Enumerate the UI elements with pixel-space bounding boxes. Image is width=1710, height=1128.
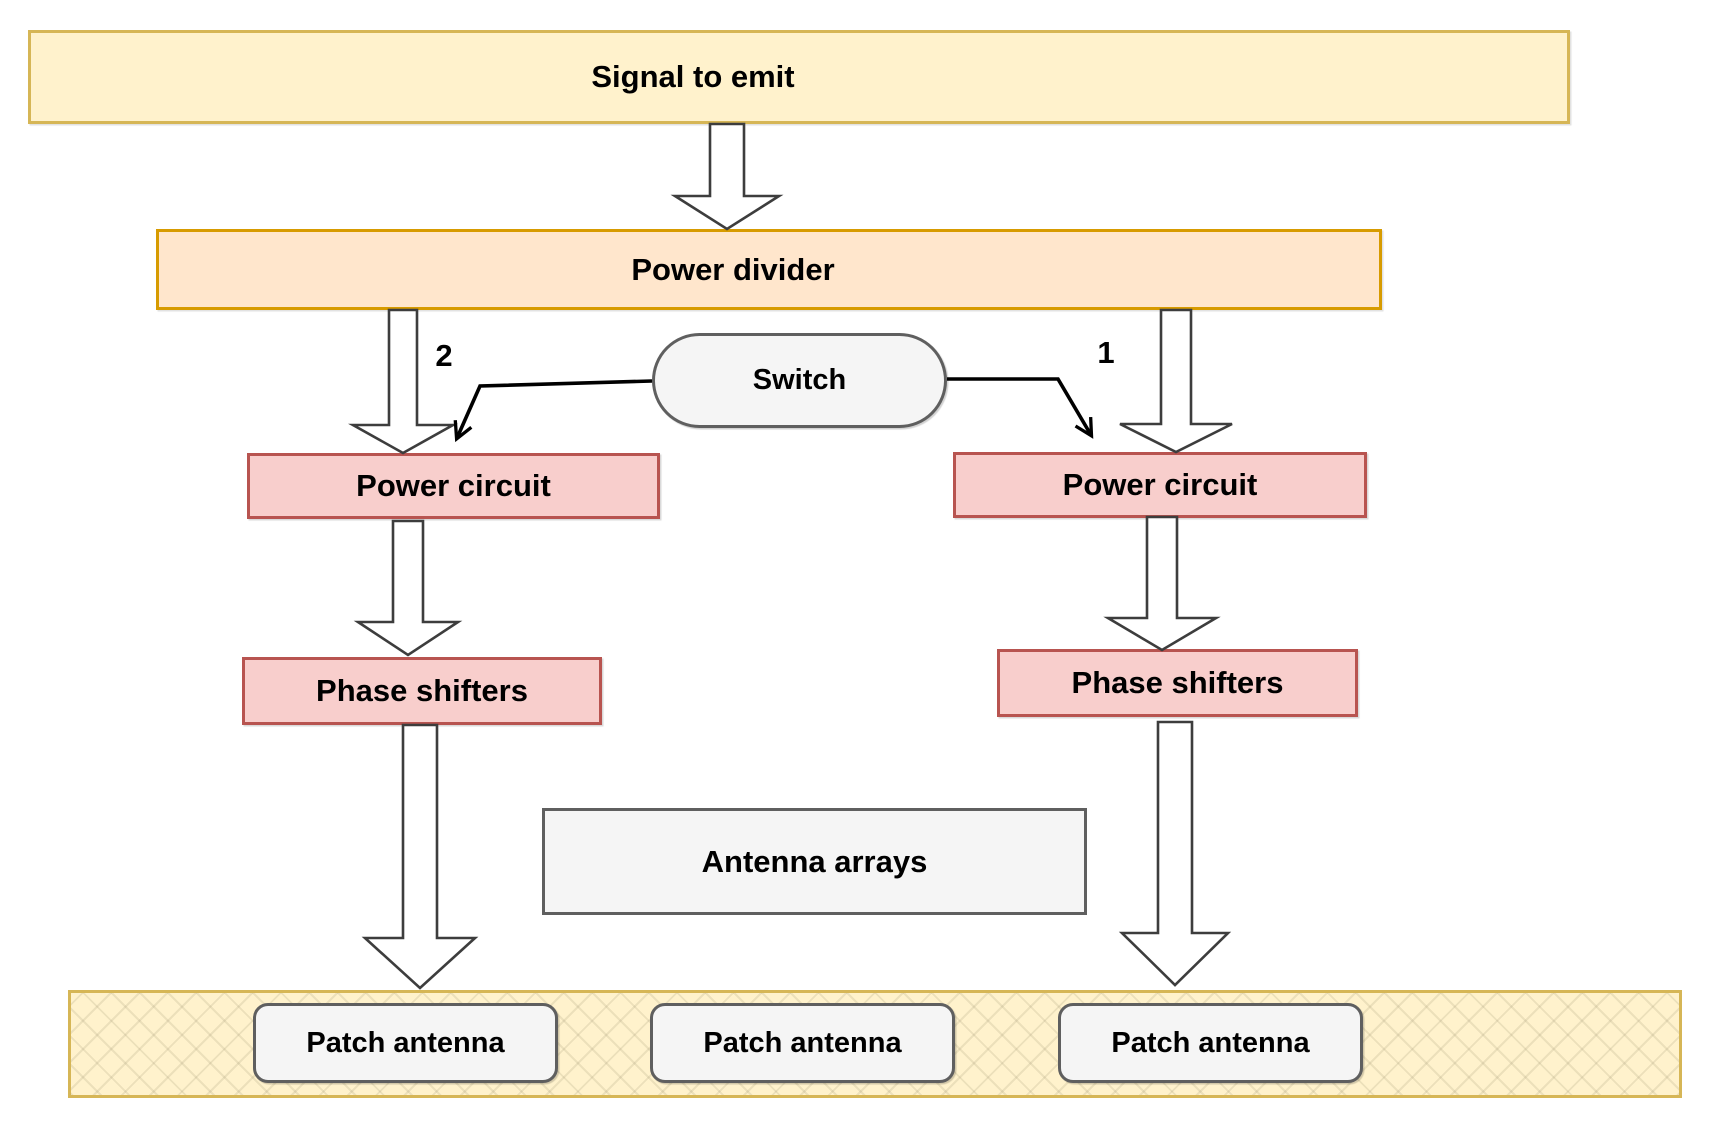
- switch-connector-right: [947, 377, 1094, 439]
- phase-shifters-right-label: Phase shifters: [1071, 665, 1284, 700]
- switch-label: Switch: [752, 364, 847, 396]
- power-circuit-right-label: Power circuit: [1062, 467, 1258, 502]
- block-arrow-circuit-to-shifters-left: [353, 519, 463, 657]
- power-circuit-left-box: Power circuit: [247, 453, 660, 519]
- patch-antenna-2-box: Patch antenna: [650, 1003, 955, 1083]
- patch-antenna-2-label: Patch antenna: [703, 1026, 902, 1059]
- power-circuit-right-box: Power circuit: [953, 452, 1367, 518]
- antenna-arrays-label: Antenna arrays: [701, 843, 928, 879]
- switch-connector-left: [453, 379, 653, 443]
- block-arrow-circuit-to-shifters-right: [1103, 515, 1221, 652]
- patch-antenna-3-box: Patch antenna: [1058, 1003, 1363, 1083]
- branch-2-label: 2: [435, 338, 453, 373]
- patch-antenna-1-label: Patch antenna: [306, 1026, 505, 1059]
- signal-to-emit-box: Signal to emit: [28, 30, 1570, 124]
- phase-shifters-left-label: Phase shifters: [316, 673, 528, 708]
- patch-antenna-1-box: Patch antenna: [253, 1003, 558, 1083]
- block-arrow-divider-to-circuit-right: [1119, 308, 1233, 454]
- block-arrow-signal-to-divider: [670, 122, 784, 231]
- power-divider-box: Power divider: [156, 229, 1382, 310]
- block-arrow-shifters-to-band-right: [1118, 720, 1232, 987]
- signal-to-emit-label: Signal to emit: [591, 59, 795, 94]
- block-arrow-shifters-to-band-left: [361, 723, 479, 990]
- power-circuit-left-label: Power circuit: [356, 468, 551, 503]
- phase-shifters-right-box: Phase shifters: [997, 649, 1358, 717]
- power-divider-label: Power divider: [631, 251, 835, 287]
- switch-node: Switch: [652, 333, 947, 428]
- patch-antenna-3-label: Patch antenna: [1111, 1026, 1310, 1059]
- phase-shifters-left-box: Phase shifters: [242, 657, 602, 725]
- antenna-arrays-box: Antenna arrays: [542, 808, 1087, 915]
- branch-1-label: 1: [1097, 335, 1115, 370]
- block-arrow-divider-to-circuit-left: [348, 308, 458, 455]
